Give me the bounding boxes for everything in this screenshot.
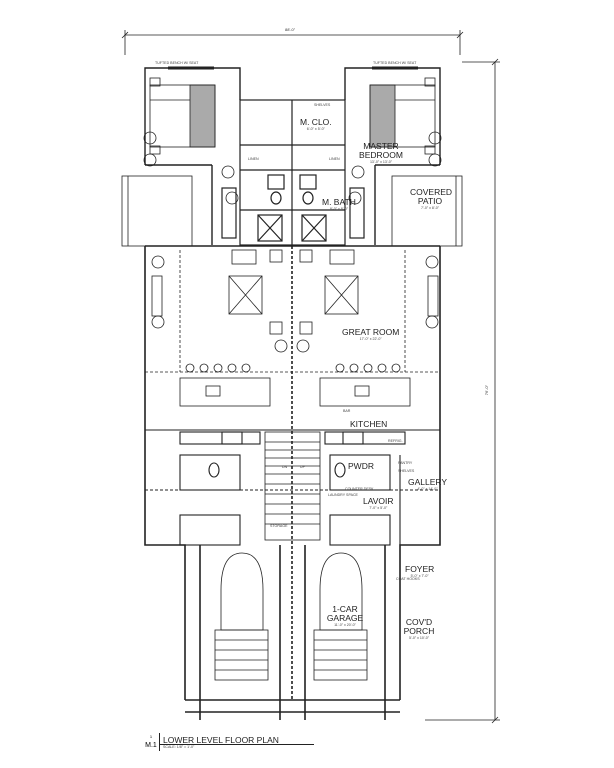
covd-porch-name: COV'D PORCH (403, 617, 435, 636)
overall-depth-dimension (425, 58, 500, 724)
garage-name: 1-CAR GARAGE (326, 604, 364, 623)
foyer-name: FOYER (405, 564, 435, 574)
overall-width-dimension (121, 30, 464, 55)
plan-scale: SCALE: 1/8" = 1'-0" (163, 745, 195, 749)
covered-patio-name: COVERED PATIO (410, 187, 453, 206)
m-clo-label: M. CLO.6'-0" x 5'-0" (300, 118, 332, 132)
overall-width-text: 88'-0" (285, 27, 296, 32)
plant-icons (143, 131, 442, 353)
stairs (264, 431, 321, 541)
storage-note: STORAGE (270, 524, 288, 528)
right-bed (369, 77, 436, 155)
dn-note: DN (282, 465, 288, 469)
m-clo-name: M. CLO. (300, 117, 332, 127)
m-bath-size: 8'-0" x 8'-0" (329, 206, 348, 211)
tufted-bench-note-right: TUFTED BENCH W/ SEAT (373, 61, 417, 65)
master-bedroom-name: MASTER BEDROOM (359, 141, 403, 160)
right-bedroom-wing (344, 66, 441, 245)
left-bedroom-wing (144, 66, 241, 245)
great-room-name: GREAT ROOM (342, 327, 400, 337)
coat-hooks-note: COAT HOOKS (396, 577, 420, 581)
tufted-bench-note-left: TUFTED BENCH W/ SEAT (155, 61, 199, 65)
covered-patio-size: 7'-0" x 8'-0" (420, 205, 440, 210)
sheet-box: 1 M.1 (143, 733, 160, 751)
left-bed (149, 77, 216, 155)
laundry-note: LAUNDRY SPACE (328, 493, 358, 497)
m-bath-name: M. BATH (322, 197, 356, 207)
plan-title: LOWER LEVEL FLOOR PLAN (163, 735, 279, 745)
kitchen-label: KITCHEN (350, 419, 388, 429)
linen-note: LINEN (329, 157, 340, 161)
great-room-size: 17'-0" x 22'-0" (359, 336, 382, 341)
counter-desk-note: COUNTER DESK (345, 487, 374, 491)
main-body-walls (144, 245, 441, 701)
gallery-size: 4'-0" x 14'-0" (417, 486, 438, 491)
master-bedroom-size: 13'-0" x 13'-0" (369, 159, 393, 164)
garage-size: 11'-0" x 20'-0" (334, 622, 356, 627)
right-garage-car (313, 552, 368, 681)
overall-depth-text: 76'-0" (484, 384, 490, 396)
left-patio (121, 175, 193, 247)
lavoir-size: 7'-0" x 5'-0" (369, 505, 388, 510)
sheet-number: 1 (149, 734, 153, 739)
refrig-note: REFRIG. (388, 439, 403, 443)
up-note: UP (300, 465, 305, 469)
garage-doors (185, 545, 400, 720)
kitchen-islands (179, 363, 411, 407)
sheet-id: M.1 (145, 742, 157, 749)
kitchen-counters (145, 429, 440, 445)
shelves-note-2: SHELVES (398, 469, 415, 473)
title-rule (159, 744, 314, 745)
foyer-size: 5'-0" x 7'-0" (410, 573, 429, 578)
closet-bath-core (221, 99, 365, 246)
m-clo-size: 6'-0" x 5'-0" (306, 126, 325, 131)
pwdr-label: PWDR (348, 461, 374, 471)
covd-porch-size: 5'-0" x 10'-0" (408, 635, 430, 640)
bar-note: BAR (343, 409, 351, 413)
lavoir-name: LAVOIR (363, 496, 394, 506)
left-garage-car (214, 552, 269, 681)
service-rooms (145, 454, 440, 546)
gallery-name: GALLERY (408, 477, 448, 487)
great-room-furniture (145, 249, 440, 373)
linen-closet-note: LINEN (248, 157, 259, 161)
shelves-note: SHELVES (314, 103, 331, 107)
pantry-note: PANTRY (398, 461, 413, 465)
